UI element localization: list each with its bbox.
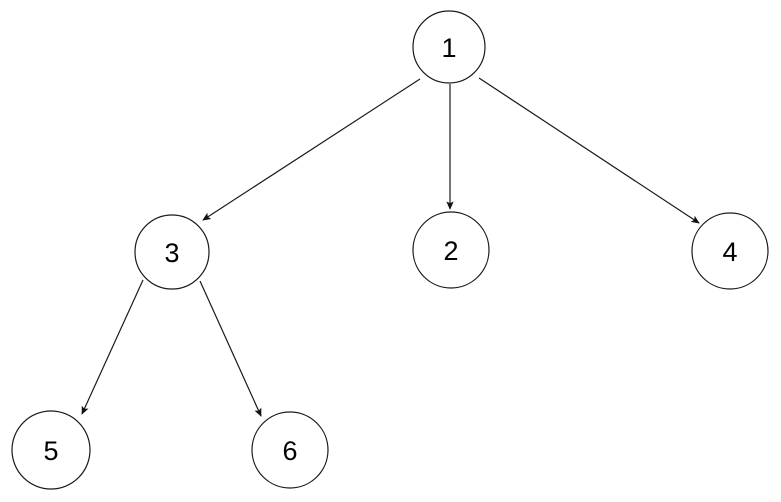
node-2-circle[interactable] — [412, 211, 490, 289]
node-3[interactable]: 3 — [134, 214, 210, 290]
node-5-label: 5 — [43, 436, 58, 466]
node-layer: 1 3 2 4 5 6 — [11, 10, 769, 490]
node-5-circle[interactable] — [11, 410, 91, 490]
node-1-circle[interactable] — [412, 10, 486, 84]
edge-1-to-4[interactable] — [478, 77, 700, 224]
edge-layer — [81, 77, 700, 417]
node-5[interactable]: 5 — [11, 410, 91, 490]
edge-1-to-3[interactable] — [202, 78, 421, 221]
node-1-label: 1 — [441, 33, 456, 63]
node-1[interactable]: 1 — [412, 10, 486, 84]
node-4[interactable]: 4 — [691, 212, 769, 290]
node-4-circle[interactable] — [691, 212, 769, 290]
node-6[interactable]: 6 — [251, 411, 329, 489]
edge-3-to-6[interactable] — [199, 280, 262, 417]
node-2-label: 2 — [443, 236, 458, 266]
node-6-circle[interactable] — [251, 411, 329, 489]
node-6-label: 6 — [282, 436, 297, 466]
node-3-circle[interactable] — [134, 214, 210, 290]
node-4-label: 4 — [722, 237, 737, 267]
node-2[interactable]: 2 — [412, 211, 490, 289]
edge-3-to-5[interactable] — [81, 279, 144, 415]
node-3-label: 3 — [164, 238, 179, 268]
